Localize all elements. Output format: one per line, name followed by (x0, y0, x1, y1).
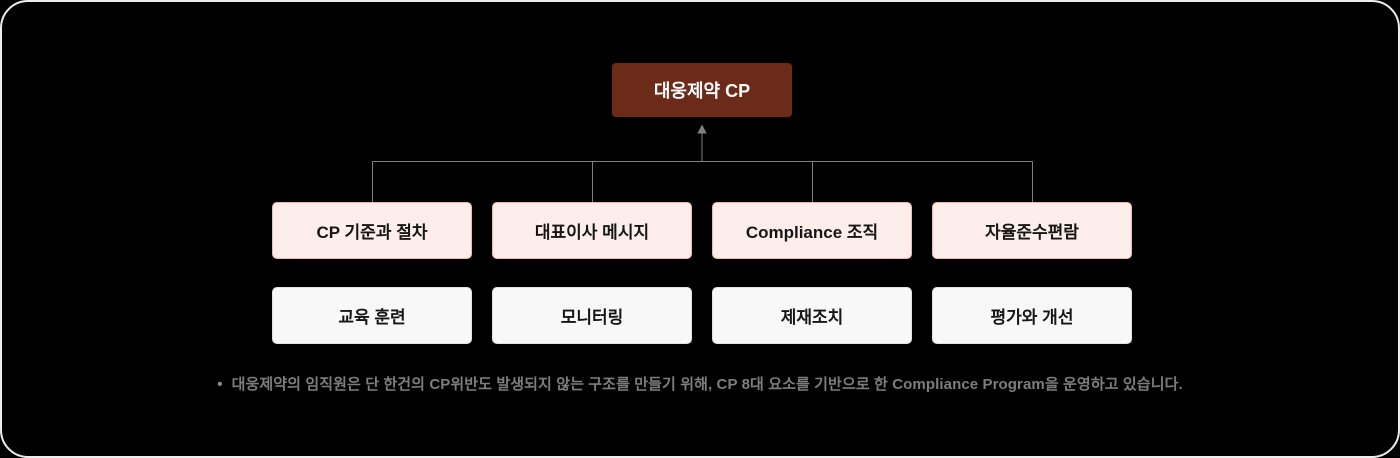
bullet-dot-icon: • (217, 376, 223, 393)
node-cp-root: 대웅제약 CP (612, 63, 792, 117)
node-cp-standards-procedures: CP 기준과 절차 (272, 202, 472, 259)
footnote: • 대웅제약의 임직원은 단 한건의 CP위반도 발생되지 않는 구조를 만들기 … (2, 373, 1398, 394)
node-label: 모니터링 (560, 308, 624, 327)
node-sanctions: 제재조치 (712, 287, 912, 344)
node-label: Compliance 조직 (745, 223, 879, 242)
node-label: 자율준수편람 (985, 223, 1079, 242)
node-label: 평가와 개선 (990, 308, 1074, 327)
node-ceo-message: 대표이사 메시지 (492, 202, 692, 259)
footnote-text: 대웅제약의 임직원은 단 한건의 CP위반도 발생되지 않는 구조를 만들기 위… (231, 376, 1183, 393)
node-label: 교육 훈련 (338, 308, 406, 327)
node-label: CP 기준과 절차 (316, 223, 428, 242)
node-label: 대표이사 메시지 (534, 223, 650, 242)
node-monitoring: 모니터링 (492, 287, 692, 344)
node-cp-root-label: 대웅제약 CP (653, 81, 751, 101)
node-label: 제재조치 (780, 308, 844, 327)
arrow-up-icon (697, 124, 707, 134)
node-education-training: 교육 훈련 (272, 287, 472, 344)
node-compliance-manual: 자율준수편람 (932, 202, 1132, 259)
node-evaluation-improvement: 평가와 개선 (932, 287, 1132, 344)
node-compliance-organization: Compliance 조직 (712, 202, 912, 259)
